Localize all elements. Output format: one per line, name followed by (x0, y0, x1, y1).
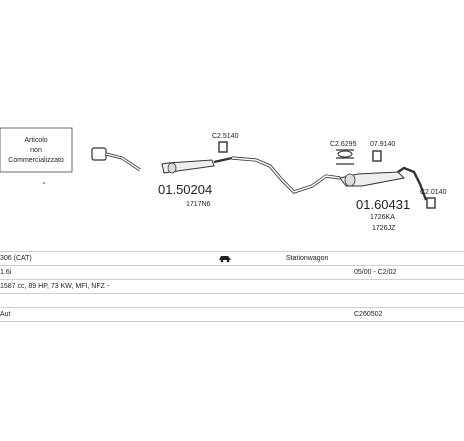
tailpipe-shape (397, 166, 428, 201)
front-pipe (91, 147, 141, 172)
part-number-01-50204: 01.50204 (158, 182, 212, 197)
hanger-shape (372, 150, 382, 162)
hanger-c2-0140: C2.0140 (420, 189, 447, 209)
part-number-07-9140: 07.9140 (370, 141, 395, 148)
part-number-c2-6295: C2.6295 (330, 141, 357, 148)
muffler-end-shape (167, 162, 177, 174)
code-cell: C260502 (354, 311, 383, 318)
part-number-c2-5140: C2.5140 (212, 133, 239, 140)
note-line-2: non (30, 147, 42, 154)
part-number-c2-0140: C2.0140 (420, 189, 447, 196)
clamp-c2-6295: C2.6295 (330, 141, 357, 165)
table-row: 306 (CAT) Stationwagon (0, 251, 464, 266)
specs-cell: 1587 cc, 89 HP, 73 KW, MFI, NFZ - (0, 283, 110, 290)
note-line-1: Articolo (24, 137, 47, 144)
part-number-1717n6: 1717N6 (186, 201, 211, 208)
body-type-cell: Stationwagon (286, 255, 329, 262)
table-bottom-line (0, 321, 464, 336)
part-number-01-60431: 01.60431 (356, 197, 410, 212)
hanger-shape (218, 141, 228, 153)
pipe-shape (105, 152, 141, 172)
pipe-shape (213, 156, 233, 164)
pipe-shape (231, 156, 341, 194)
rear-muffler (339, 166, 428, 201)
dot-mark (43, 182, 45, 184)
table-row (0, 293, 464, 308)
gearbox-cell: Aut (0, 311, 11, 318)
note-line-3: Commercializzato (8, 157, 64, 164)
years-cell: 05/00 - C2/02 (354, 269, 397, 276)
hanger-shape (426, 197, 436, 209)
engine-cell: 1.6i (0, 269, 12, 276)
part-number-1726ka: 1726KA (370, 214, 395, 221)
note-box (0, 127, 73, 173)
clamp-shape (337, 150, 353, 158)
middle-pipe (231, 156, 341, 194)
table-row: 1587 cc, 89 HP, 73 KW, MFI, NFZ - (0, 279, 464, 294)
clamp-shape (336, 149, 354, 165)
exhaust-diagram: Articolo non Commercializzato C2.5140 01… (0, 127, 447, 232)
hanger-07-9140: 07.9140 (370, 141, 395, 162)
table-row: 1.6i 05/00 - C2/02 (0, 265, 464, 280)
front-muffler (161, 156, 233, 174)
part-number-1726jz: 1726JZ (372, 225, 396, 232)
model-cell: 306 (CAT) (0, 255, 32, 262)
not-available-note: Articolo non Commercializzato (0, 127, 73, 173)
pipe-inner-shape (105, 153, 141, 171)
hanger-c2-5140: C2.5140 (212, 133, 239, 153)
muffler-shape (339, 171, 406, 187)
pipe-inner-shape (231, 157, 341, 193)
table-row: Aut C260502 (0, 307, 464, 322)
flange-shape (91, 147, 107, 161)
car-icon (218, 253, 232, 269)
muffler-end-shape (344, 173, 356, 187)
